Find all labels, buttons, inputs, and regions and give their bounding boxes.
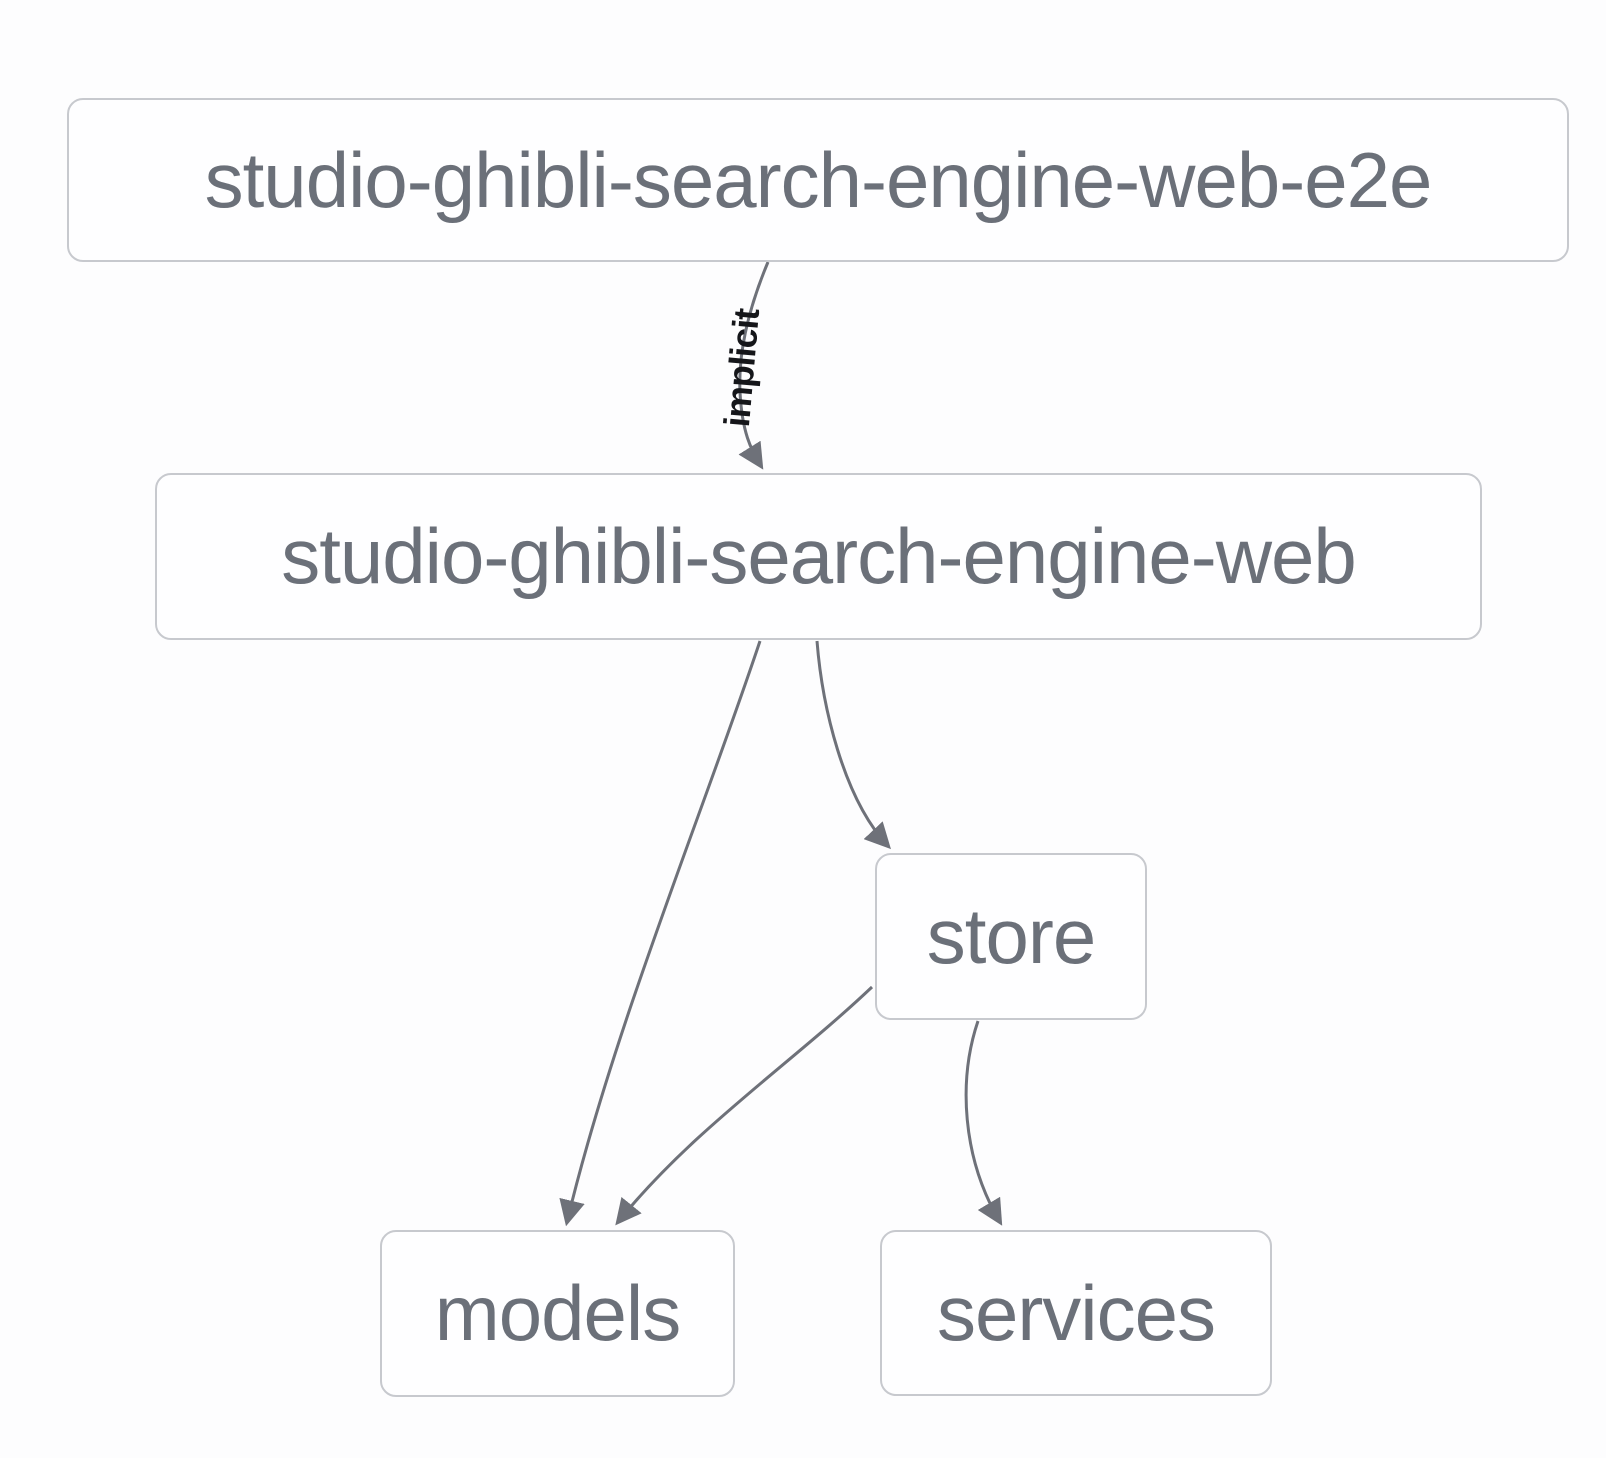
edge-web-to-store[interactable] [815, 640, 891, 850]
edge-store-to-services[interactable] [964, 1020, 1003, 1226]
node-services[interactable]: services [880, 1230, 1272, 1396]
node-store[interactable]: store [875, 853, 1147, 1020]
node-studio-ghibli-search-engine-web-e2e[interactable]: studio-ghibli-search-engine-web-e2e [67, 98, 1569, 262]
node-models[interactable]: models [380, 1230, 735, 1397]
node-label: studio-ghibli-search-engine-web [281, 512, 1357, 600]
node-label: studio-ghibli-search-engine-web-e2e [204, 135, 1433, 224]
node-label: services [936, 1268, 1216, 1357]
edge-e2e-to-web[interactable] [738, 261, 770, 470]
edge-web-to-models[interactable] [559, 640, 762, 1227]
node-label: store [926, 892, 1096, 980]
edge-store-to-models[interactable] [615, 985, 874, 1226]
node-studio-ghibli-search-engine-web[interactable]: studio-ghibli-search-engine-web [155, 473, 1482, 640]
node-label: models [434, 1269, 681, 1357]
